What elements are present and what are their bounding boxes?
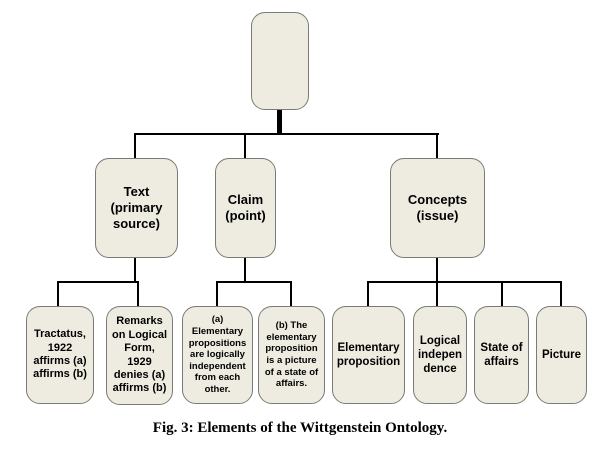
- connector-root-drop: [277, 110, 282, 135]
- node-claim-point: Claim (point): [215, 158, 276, 258]
- connector-drop-picture: [560, 281, 562, 306]
- connector-drop-claim-b: [290, 281, 292, 306]
- node-state-of-affairs: State of affairs: [474, 306, 529, 404]
- connector-concepts-drop: [436, 258, 438, 283]
- connector-drop-claim: [244, 133, 246, 158]
- connector-drop-claim-a: [216, 281, 218, 306]
- connector-drop-state-of-affairs: [501, 281, 503, 306]
- node-claim-b: (b) The elementary proposition is a pict…: [258, 306, 325, 404]
- node-elementary-proposition: Elementary proposition: [332, 306, 405, 404]
- connector-text-drop: [134, 258, 136, 283]
- node-concepts-issue: Concepts (issue): [390, 158, 485, 258]
- node-claim-a: (a) Elementary propositions are logicall…: [182, 306, 253, 404]
- connector-drop-logical-independence: [436, 281, 438, 306]
- connector-text-children-horizontal: [57, 281, 139, 283]
- connector-claim-drop: [244, 258, 246, 283]
- node-text-primary-source: Text (primary source): [95, 158, 178, 258]
- node-tractatus: Tractatus, 1922 affirms (a) affirms (b): [26, 306, 94, 404]
- connector-drop-elementary-proposition: [367, 281, 369, 306]
- connector-level1-horizontal: [134, 133, 439, 135]
- node-picture: Picture: [536, 306, 587, 404]
- node-remarks-on-logical-form: Remarks on Logical Form, 1929 denies (a)…: [106, 306, 173, 405]
- node-logical-independence: Logical indepen dence: [413, 306, 467, 404]
- connector-claim-children-horizontal: [216, 281, 292, 283]
- connector-concepts-children-horizontal: [367, 281, 562, 283]
- connector-drop-remarks: [137, 281, 139, 306]
- connector-drop-text: [134, 133, 136, 158]
- connector-drop-concepts: [436, 133, 438, 159]
- node-root: [251, 12, 309, 110]
- figure-caption: Fig. 3: Elements of the Wittgenstein Ont…: [152, 420, 448, 436]
- connector-drop-tractatus: [57, 281, 59, 306]
